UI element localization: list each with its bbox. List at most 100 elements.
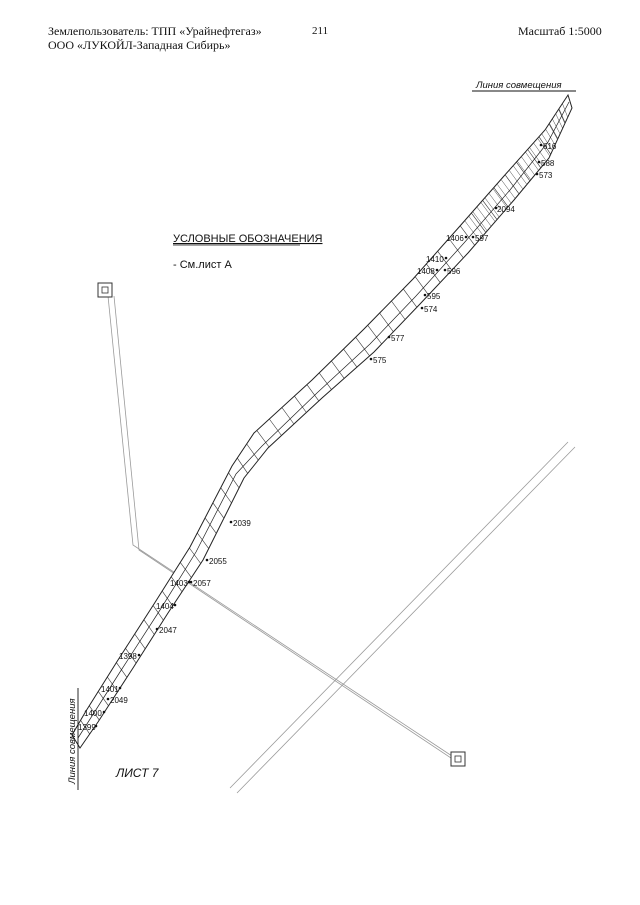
page-number: 211 xyxy=(312,25,329,37)
survey-point-1410: 1410 xyxy=(426,255,448,264)
survey-point-2039: 2039 xyxy=(229,519,251,528)
corridor-hatch-line xyxy=(256,430,270,448)
corridor-hatch-line xyxy=(343,348,358,368)
corridor-hatch-line xyxy=(237,457,248,474)
svg-text:616: 616 xyxy=(543,142,557,151)
svg-text:2047: 2047 xyxy=(159,626,177,635)
corridor-dense-hatch-line xyxy=(521,156,535,176)
legend-item: - См.лист А xyxy=(173,259,232,271)
corridor-hatch-line xyxy=(212,502,225,519)
road xyxy=(107,295,461,765)
svg-text:1403: 1403 xyxy=(170,579,188,588)
survey-point-573: 573 xyxy=(535,171,553,180)
sheet-label: ЛИСТ 7 xyxy=(115,766,160,780)
land-user-line1: Землепользователь: ТПП «Урайнефтегаз» xyxy=(48,24,262,38)
corridor xyxy=(71,93,573,749)
svg-text:2055: 2055 xyxy=(209,557,227,566)
survey-point-1408: 1408 xyxy=(417,267,439,276)
survey-point-1398: 1398 xyxy=(119,652,141,661)
svg-text:2039: 2039 xyxy=(233,519,251,528)
corridor-dense-hatch-line xyxy=(472,211,488,232)
corridor-hatch-line xyxy=(189,547,201,564)
svg-text:596: 596 xyxy=(447,267,461,276)
svg-text:575: 575 xyxy=(373,356,387,365)
match-line-bottom: Линия совмещения xyxy=(67,698,78,785)
svg-text:577: 577 xyxy=(391,334,405,343)
corridor-hatch-line xyxy=(527,149,542,168)
survey-point-2055: 2055 xyxy=(205,557,227,566)
survey-point-2047: 2047 xyxy=(155,626,177,635)
corridor-hatch-line xyxy=(269,418,282,436)
corridor-dense-hatch-line xyxy=(512,165,528,185)
corridor-hatch-line xyxy=(220,487,232,504)
corridor-hatch-line xyxy=(318,372,332,390)
corridor-hatch-line xyxy=(331,360,345,379)
survey-point-1399: 1399 xyxy=(78,723,98,732)
svg-text:597: 597 xyxy=(475,234,489,243)
corridor-dense-hatch-line xyxy=(476,206,492,227)
survey-point-574: 574 xyxy=(420,305,438,314)
svg-text:1400: 1400 xyxy=(84,709,102,718)
road-diagonal xyxy=(229,441,576,794)
survey-point-2057: 2057 xyxy=(189,579,211,588)
scale-label: Масштаб 1:5000 xyxy=(518,24,602,38)
survey-point-596: 596 xyxy=(443,267,461,276)
corridor-hatch-line xyxy=(471,212,487,233)
svg-text:573: 573 xyxy=(539,171,553,180)
corridor-hatch-line xyxy=(448,238,464,259)
survey-point-597: 597 xyxy=(471,234,489,243)
corridor-dense-hatch-line xyxy=(492,188,508,208)
svg-text:1404: 1404 xyxy=(156,602,174,611)
land-user-line2: ООО «ЛУКОЙЛ-Западная Сибирь» xyxy=(48,38,231,52)
corridor-dense-hatch-line xyxy=(480,202,496,222)
corridor-hatch-line xyxy=(482,200,498,220)
corridor-dense-hatch-line xyxy=(464,220,480,241)
legend-title: УСЛОВНЫЕ ОБОЗНАЧЕНИЯ xyxy=(173,233,323,245)
corridor-dense-hatch-line xyxy=(562,103,568,118)
corridor-hatch-line xyxy=(493,187,509,207)
corridor-dense-hatch-line xyxy=(504,174,520,195)
survey-point-2049: 2049 xyxy=(106,696,128,705)
corridor-dense-hatch-line xyxy=(500,179,516,199)
svg-text:1398: 1398 xyxy=(119,652,137,661)
corridor-dense-hatch-line xyxy=(484,197,500,218)
survey-point-1403: 1403 xyxy=(170,579,191,588)
svg-text:2049: 2049 xyxy=(110,696,128,705)
corridor-hatch-line xyxy=(355,337,370,357)
survey-point-2094: 2094 xyxy=(494,205,515,214)
svg-text:1410: 1410 xyxy=(426,255,444,264)
svg-text:574: 574 xyxy=(424,305,438,314)
svg-text:1399: 1399 xyxy=(78,723,96,732)
survey-point-595: 595 xyxy=(423,292,441,301)
corridor-hatch-line xyxy=(391,300,406,320)
survey-point-577: 577 xyxy=(387,334,405,343)
corridor-hatch-line xyxy=(246,443,259,461)
corridor-hatch-line xyxy=(204,517,217,534)
corridor-dense-hatch-line xyxy=(541,133,553,151)
corridor-hatch-line xyxy=(367,325,382,345)
survey-point-588: 588 xyxy=(537,159,555,168)
corridor-hatch-line xyxy=(459,225,475,246)
corridor-dense-hatch-line xyxy=(525,151,539,171)
road-end-marker-bottom xyxy=(450,751,466,767)
survey-point-1404: 1404 xyxy=(156,602,177,611)
survey-point-575: 575 xyxy=(369,356,387,365)
corridor-hatch-line xyxy=(306,384,320,402)
corridor-hatch-line xyxy=(294,395,307,413)
corridor-dense-hatch-line xyxy=(468,215,484,236)
corridor-dense-hatch-line xyxy=(517,160,532,180)
svg-text:2057: 2057 xyxy=(193,579,211,588)
svg-text:595: 595 xyxy=(427,292,441,301)
survey-point-616: 616 xyxy=(539,142,557,151)
corridor-dense-hatch-line xyxy=(488,193,504,213)
corridor-hatch-line xyxy=(437,251,453,271)
survey-points: 616 588 573 2094 1406 597 1410 1408 596 … xyxy=(78,142,557,732)
corridor-hatch-line xyxy=(180,562,192,578)
road-end-marker-top xyxy=(97,282,113,298)
match-line-top: Линия совмещения xyxy=(475,80,562,91)
survey-point-1401: 1401 xyxy=(101,685,122,694)
survey-point-1406: 1406 xyxy=(446,234,468,243)
corridor-hatch-line xyxy=(197,532,209,549)
corridor-hatch-line xyxy=(379,312,394,332)
